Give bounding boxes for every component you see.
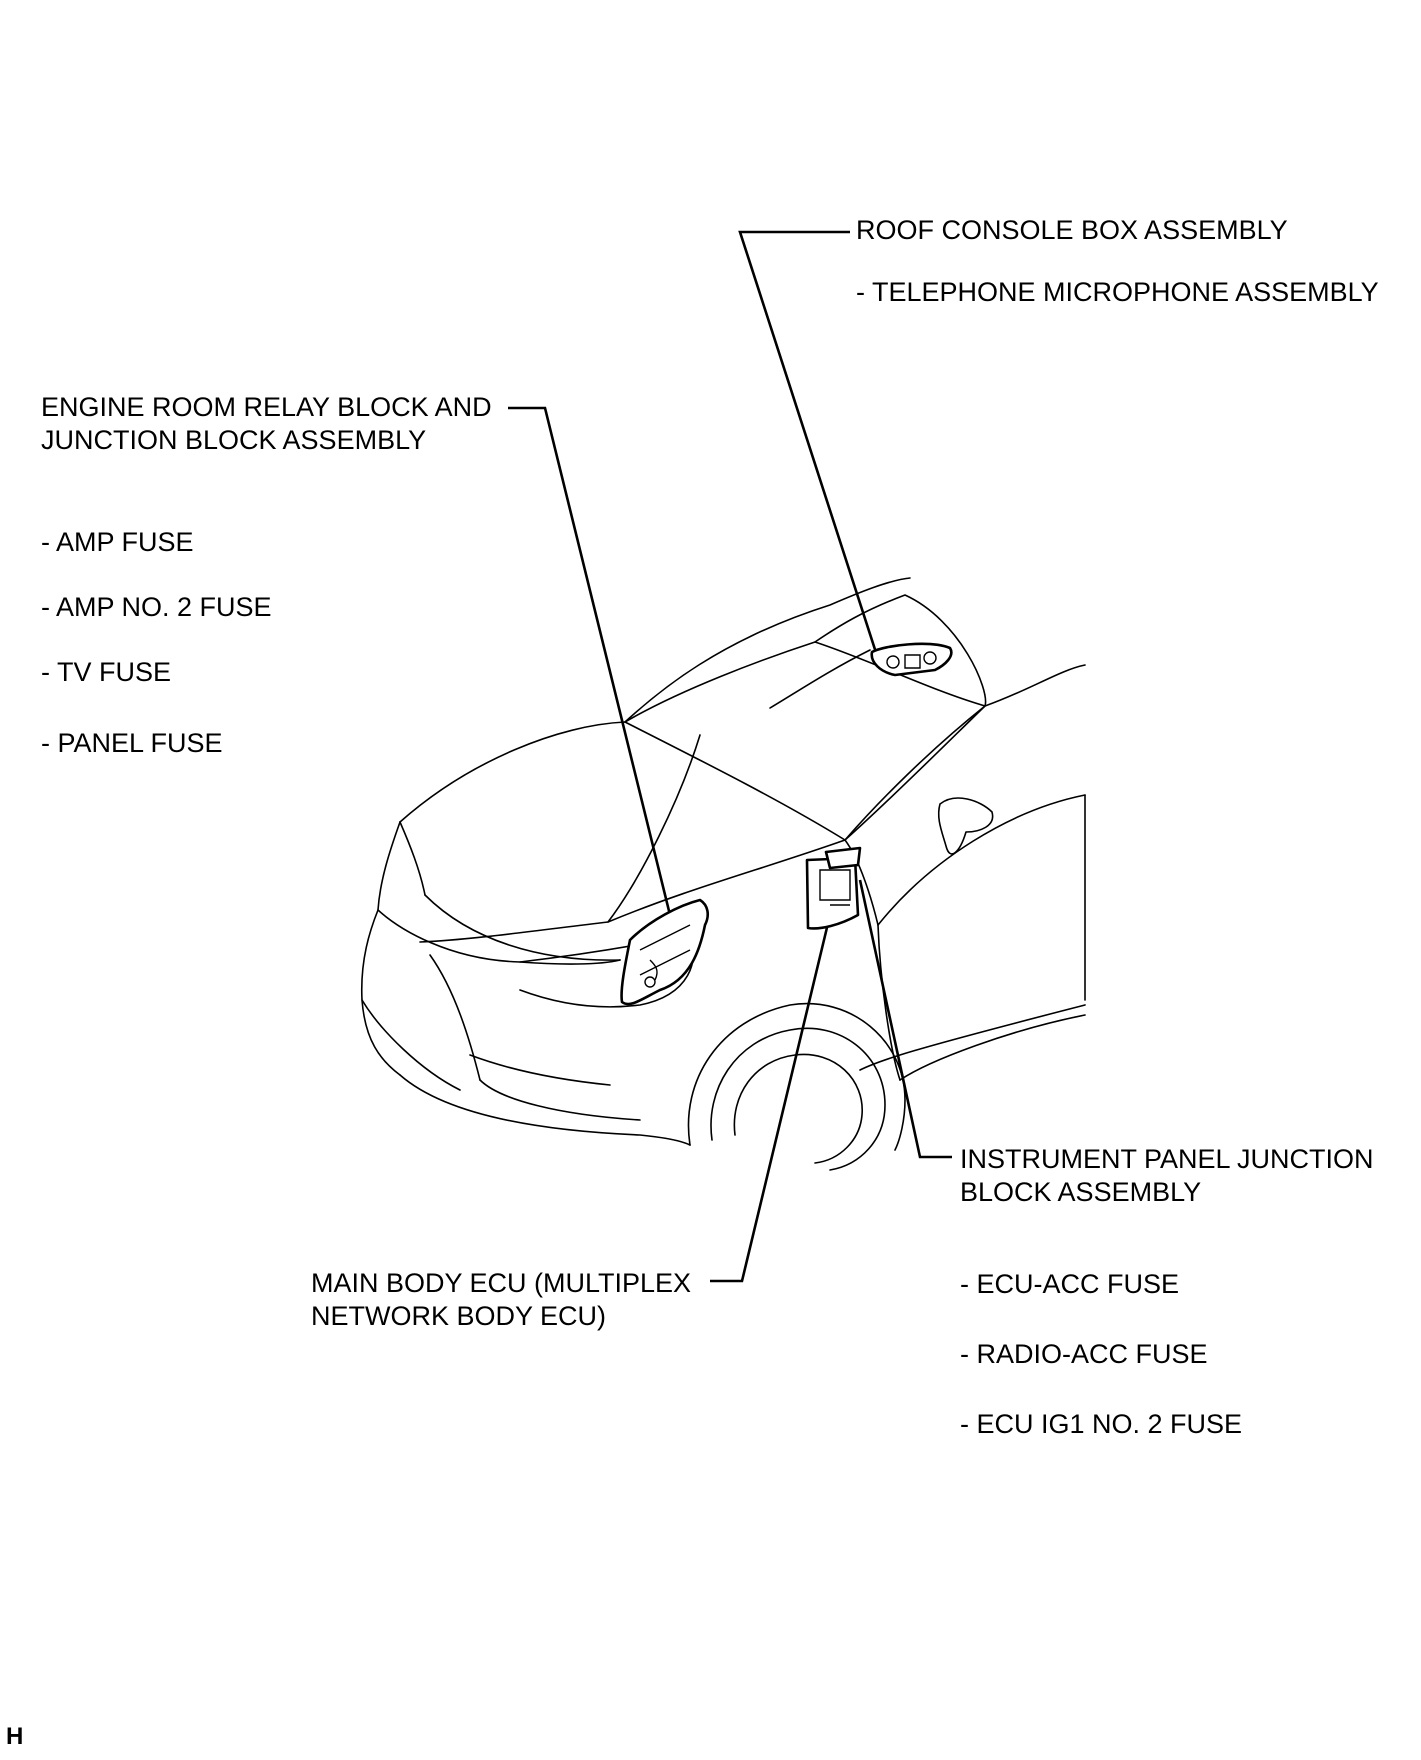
vehicle-outline bbox=[360, 577, 1086, 1171]
main-body-ecu-title-line1: MAIN BODY ECU (MULTIPLEX bbox=[311, 1268, 692, 1298]
roof-console-title: ROOF CONSOLE BOX ASSEMBLY bbox=[856, 215, 1288, 245]
ip-item-ecu-ig1-no2-fuse: - ECU IG1 NO. 2 FUSE bbox=[960, 1409, 1243, 1439]
engine-room-title-line2: JUNCTION BLOCK ASSEMBLY bbox=[41, 425, 427, 455]
ecu-leader bbox=[710, 914, 832, 1283]
ip-item-ecu-acc-fuse: - ECU-ACC FUSE bbox=[960, 1269, 1180, 1299]
engine-item-panel-fuse: - PANEL FUSE bbox=[41, 728, 223, 758]
engine-item-amp-fuse: - AMP FUSE bbox=[41, 527, 194, 557]
roof-console-box-part bbox=[870, 642, 953, 677]
ip-junction-title-line1: INSTRUMENT PANEL JUNCTION bbox=[960, 1144, 1374, 1174]
roof-leader bbox=[738, 230, 882, 666]
leader-lines bbox=[508, 230, 952, 1283]
main-body-ecu-title-line2: NETWORK BODY ECU) bbox=[311, 1301, 607, 1331]
engine-item-amp-no2-fuse: - AMP NO. 2 FUSE bbox=[41, 592, 272, 622]
ip-leader bbox=[858, 879, 952, 1159]
engine-room-relay-block-part bbox=[620, 898, 710, 1006]
engine-leader bbox=[508, 406, 672, 916]
roof-console-sub: - TELEPHONE MICROPHONE ASSEMBLY bbox=[856, 277, 1379, 307]
corner-mark: H bbox=[6, 1723, 24, 1750]
ip-item-radio-acc-fuse: - RADIO-ACC FUSE bbox=[960, 1339, 1208, 1369]
ip-junction-title-line2: BLOCK ASSEMBLY bbox=[960, 1177, 1202, 1207]
instrument-panel-junction-block-part bbox=[805, 846, 862, 930]
engine-item-tv-fuse: - TV FUSE bbox=[41, 657, 172, 687]
engine-room-title-line1: ENGINE ROOM RELAY BLOCK AND bbox=[41, 392, 492, 422]
